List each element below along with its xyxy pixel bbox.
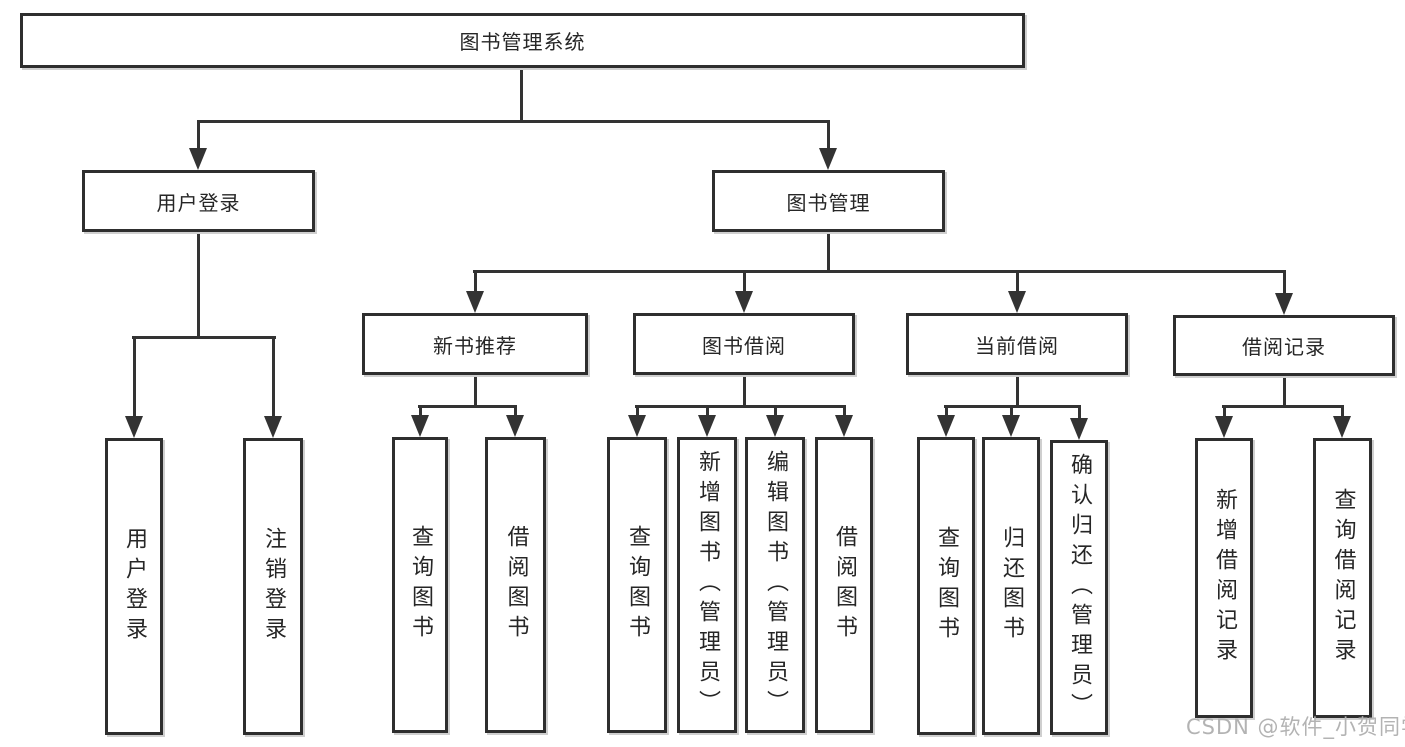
- node-book-management: 图书管理: [712, 170, 945, 232]
- leaf-borrow-books-recommend: 借阅图书: [485, 437, 546, 733]
- node-book-borrow: 图书借阅: [633, 313, 855, 375]
- node-label: 借阅记录: [1242, 335, 1326, 359]
- arrowhead-icon: [1008, 291, 1026, 313]
- leaf-query-books-recommend: 查询图书: [392, 437, 448, 733]
- arrowhead-icon: [411, 415, 429, 437]
- leaf-query-books-borrow: 查询图书: [607, 437, 667, 733]
- arrowhead-icon: [819, 148, 837, 170]
- node-label: 归还图书: [999, 526, 1024, 646]
- arrowhead-icon: [189, 148, 207, 170]
- edge-line-records-horizontal: [1222, 405, 1344, 408]
- edge-line: [474, 270, 477, 294]
- edge-line: [1341, 405, 1344, 419]
- arrowhead-icon: [506, 415, 524, 437]
- edge-line-records-stem: [1283, 376, 1286, 408]
- edge-line-userlogin-stem: [197, 232, 200, 339]
- node-label: 查询图书: [408, 525, 433, 645]
- node-label: 借阅图书: [503, 525, 529, 645]
- node-label: 用户登录: [156, 190, 241, 215]
- arrowhead-icon: [125, 416, 143, 438]
- edge-line: [419, 405, 422, 418]
- watermark: CSDN @软件_小贺同学: [1186, 715, 1405, 739]
- node-label: 图书借阅: [702, 333, 786, 358]
- edge-line-bookmgmt-stem: [827, 232, 830, 273]
- node-label: 新增图书（管理员）: [695, 450, 720, 720]
- leaf-logout: 注销登录: [243, 438, 303, 735]
- arrowhead-icon: [735, 291, 753, 313]
- edge-line-newbook-stem: [474, 375, 477, 408]
- leaf-edit-books-admin: 编辑图书（管理员）: [745, 437, 805, 733]
- edge-line: [197, 120, 200, 150]
- node-label: 用户登录: [122, 526, 147, 647]
- edge-line-level2-horizontal: [197, 120, 830, 123]
- leaf-return-books: 归还图书: [982, 437, 1040, 735]
- leaf-confirm-return-admin: 确认归还（管理员）: [1050, 440, 1108, 735]
- edge-line: [133, 336, 136, 418]
- arrowhead-icon: [1002, 415, 1020, 437]
- edge-line: [272, 336, 275, 418]
- leaf-add-borrow-record: 新增借阅记录: [1195, 438, 1253, 718]
- node-label: 当前借阅: [975, 333, 1059, 358]
- edge-line: [843, 405, 846, 418]
- edge-line-level3-horizontal: [473, 270, 1286, 273]
- arrowhead-icon: [466, 291, 484, 313]
- edge-line: [1078, 405, 1081, 421]
- edge-line: [1016, 270, 1019, 294]
- leaf-query-books-current: 查询图书: [917, 437, 975, 735]
- arrowhead-icon: [1275, 293, 1293, 315]
- edge-line-userlogin-horizontal: [132, 336, 276, 339]
- node-label: 图书管理: [786, 190, 871, 215]
- node-user-login: 用户登录: [82, 170, 315, 232]
- edge-line: [945, 405, 948, 418]
- edge-line-current-stem: [1016, 375, 1019, 408]
- arrowhead-icon: [766, 415, 784, 437]
- node-label: 查询借阅记录: [1330, 488, 1356, 668]
- node-label: 确认归还（管理员）: [1067, 452, 1092, 723]
- edge-line: [774, 405, 777, 418]
- arrowhead-icon: [264, 416, 282, 438]
- arrowhead-icon: [698, 415, 716, 437]
- leaf-borrow-books: 借阅图书: [815, 437, 873, 733]
- edge-line-newbook-horizontal: [418, 405, 517, 408]
- node-label: 借阅图书: [832, 525, 857, 645]
- leaf-user-login: 用户登录: [105, 438, 163, 735]
- edge-line: [743, 270, 746, 294]
- edge-line: [514, 405, 517, 418]
- edge-line: [1283, 270, 1286, 296]
- node-label: 新书推荐: [433, 333, 517, 358]
- node-label: 查询图书: [625, 525, 650, 645]
- arrowhead-icon: [937, 415, 955, 437]
- edge-line: [827, 120, 830, 150]
- edge-line-borrow-horizontal: [635, 405, 846, 408]
- node-label: 查询图书: [934, 526, 959, 646]
- node-label: 编辑图书（管理员）: [763, 450, 788, 720]
- edge-line: [1010, 405, 1013, 418]
- edge-line: [706, 405, 709, 418]
- edge-line-root-stem: [520, 68, 523, 123]
- edge-line-borrow-stem: [743, 375, 746, 408]
- node-root: 图书管理系统: [20, 13, 1025, 68]
- edge-line: [1223, 405, 1226, 419]
- leaf-add-books-admin: 新增图书（管理员）: [677, 437, 737, 733]
- node-label: 图书管理系统: [459, 30, 586, 54]
- node-label: 注销登录: [261, 526, 286, 647]
- arrowhead-icon: [1333, 416, 1351, 438]
- arrowhead-icon: [1070, 418, 1088, 440]
- node-new-book-recommend: 新书推荐: [362, 313, 588, 375]
- node-label: 新增借阅记录: [1212, 488, 1237, 668]
- node-borrow-records: 借阅记录: [1173, 315, 1395, 376]
- leaf-query-borrow-record: 查询借阅记录: [1313, 438, 1372, 718]
- arrowhead-icon: [835, 415, 853, 437]
- node-current-borrow: 当前借阅: [906, 313, 1128, 375]
- arrowhead-icon: [1215, 416, 1233, 438]
- edge-line: [636, 405, 639, 418]
- arrowhead-icon: [628, 415, 646, 437]
